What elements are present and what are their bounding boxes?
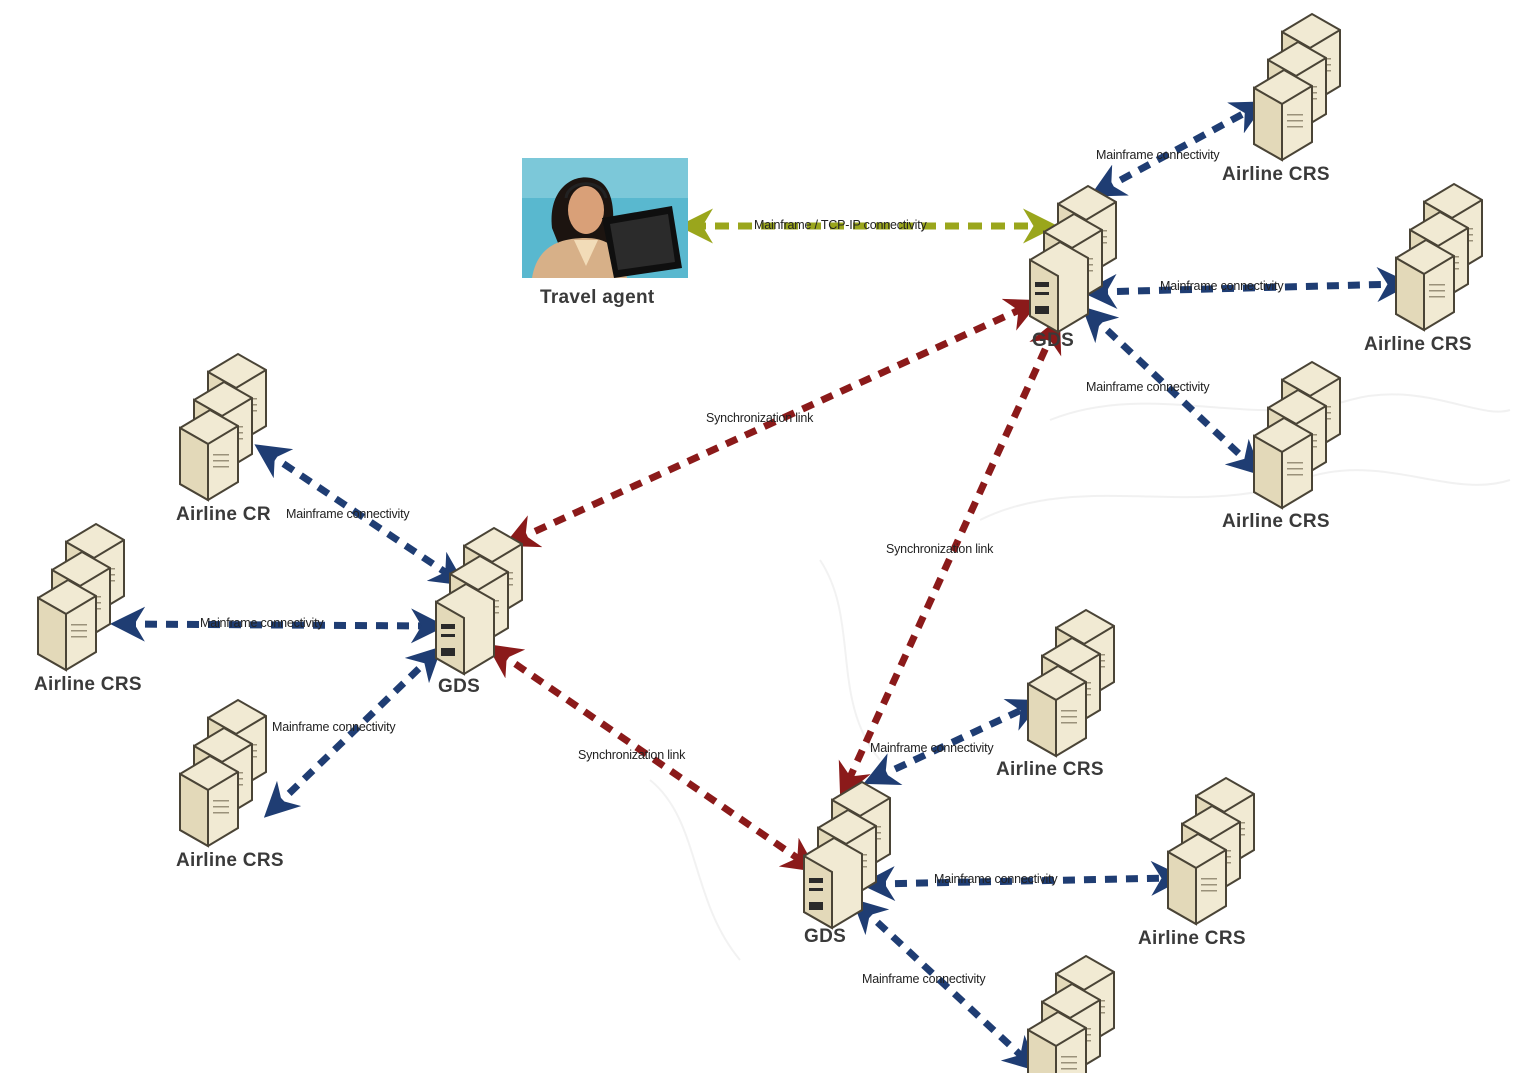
tcpip-link-label: Mainframe / TCP-IP connectivity	[754, 218, 927, 232]
gds-server-icon	[436, 528, 522, 674]
crs-server-icon	[1168, 778, 1254, 924]
mainframe-link-label: Mainframe connectivity	[870, 741, 994, 755]
mainframe-link-bottom-2	[860, 860, 1186, 902]
crs-server-icon	[180, 700, 266, 846]
mainframe-link-label: Mainframe connectivity	[934, 872, 1058, 886]
mainframe-link-label: Mainframe connectivity	[286, 507, 410, 521]
sync-link-label: Synchronization link	[706, 411, 814, 425]
travel-agent-illustration	[522, 158, 688, 278]
sync-link-label: Synchronization link	[886, 542, 994, 556]
crs-server-icon	[1254, 362, 1340, 508]
crs-server-icon	[1396, 184, 1482, 330]
mainframe-link-label: Mainframe connectivity	[1160, 279, 1284, 293]
airline-crs-label: Airline CRS	[1138, 928, 1246, 949]
crs-server-icon	[1028, 956, 1114, 1073]
mainframe-link-top-2	[1082, 267, 1412, 309]
mainframe-link-left-3	[263, 646, 443, 818]
mainframe-link-bottom-1	[863, 699, 1043, 785]
mainframe-link-label: Mainframe connectivity	[272, 720, 396, 734]
gds-label: GDS	[804, 926, 847, 947]
airline-crs-label: Airline CRS	[1364, 334, 1472, 355]
mainframe-link-bottom-3	[851, 898, 1039, 1072]
airline-crs-label: Airline CRS	[1222, 511, 1330, 532]
airline-crs-label: Airline CRS	[1222, 164, 1330, 185]
mainframe-link-label: Mainframe connectivity	[862, 972, 986, 986]
airline-crs-label: Airline CRS	[34, 674, 142, 695]
travel-agent-label: Travel agent	[540, 287, 655, 308]
mainframe-link-left-2	[110, 606, 446, 644]
crs-server-icon	[38, 524, 124, 670]
mainframe-link-label: Mainframe connectivity	[200, 616, 324, 630]
mainframe-link-label: Mainframe connectivity	[1086, 380, 1210, 394]
sync-link-label: Synchronization link	[578, 748, 686, 762]
crs-server-icon	[1028, 610, 1114, 756]
mainframe-link-top-1	[1089, 101, 1267, 197]
mainframe-link-left-1	[254, 444, 466, 586]
gds-server-icon	[804, 782, 890, 928]
airline-crs-label: Airline CR	[176, 504, 271, 525]
gds-label: GDS	[1032, 330, 1075, 351]
mainframe-link-top-3	[1081, 306, 1263, 476]
gds-label: GDS	[438, 676, 481, 697]
airline-crs-label: Airline CRS	[996, 759, 1104, 780]
mainframe-link-label: Mainframe connectivity	[1096, 148, 1220, 162]
crs-server-icon	[180, 354, 266, 500]
crs-server-icon	[1254, 14, 1340, 160]
airline-crs-label: Airline CRS	[176, 850, 284, 871]
gds-server-icon	[1030, 186, 1116, 332]
sync-link-top-bottom	[838, 317, 1062, 799]
